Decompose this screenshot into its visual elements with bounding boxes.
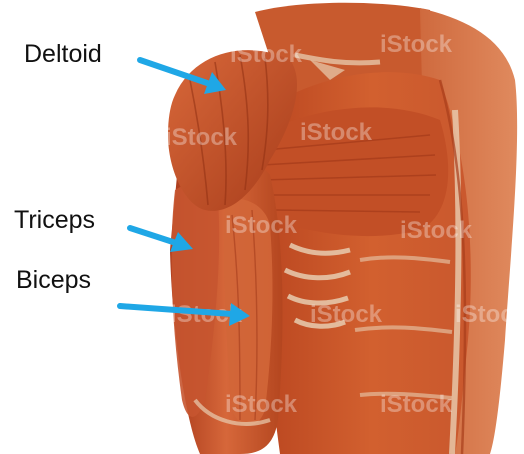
watermark-3: iStock — [165, 124, 238, 151]
watermark-1: iStock — [230, 41, 303, 68]
watermark-9: iStock — [455, 301, 524, 328]
watermark-11: iStock — [380, 391, 453, 418]
watermark-10: iStock — [225, 391, 298, 418]
watermark-5: iStock — [225, 212, 298, 239]
biceps-label: Biceps — [16, 268, 91, 293]
deltoid-label: Deltoid — [24, 42, 102, 67]
watermark-8: iStock — [310, 301, 383, 328]
watermark-6: iStock — [400, 217, 473, 244]
watermark-2: iStock — [380, 31, 453, 58]
watermark-4: iStock — [300, 119, 373, 146]
triceps-label: Triceps — [14, 208, 95, 233]
